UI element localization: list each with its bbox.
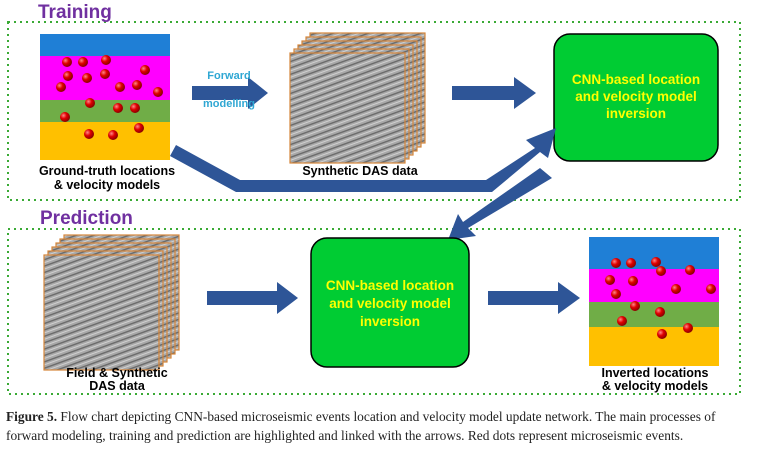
training-section-title: Training (38, 2, 112, 23)
prediction-section-border (7, 228, 741, 395)
cnn-prediction-line1: CNN-based location (326, 278, 454, 293)
ground-truth-event-dots (56, 55, 163, 140)
das-to-cnn-arrow (452, 77, 536, 109)
cnn-prediction-line3: inversion (360, 314, 420, 329)
training-section-border (7, 21, 741, 201)
field-das-label-line2: DAS data (89, 379, 146, 393)
training-to-prediction-arrow (448, 168, 552, 240)
cnn-training-line3: inversion (606, 106, 666, 121)
cnn-box-training (553, 33, 719, 162)
forward-modelling-arrow (192, 77, 268, 109)
inverted-velocity-model (589, 237, 719, 366)
inverted-event-dots (605, 257, 716, 339)
cnn-box-prediction (310, 237, 470, 368)
figure-caption: Figure 5. Flow chart depicting CNN-based… (6, 407, 750, 445)
inverted-label-line1: Inverted locations (602, 366, 709, 380)
field-das-data-stack (43, 234, 180, 371)
cnn-prediction-line2: and velocity model (329, 296, 451, 311)
cnn-training-line2: and velocity model (575, 89, 697, 104)
field-das-to-cnn-arrow (207, 282, 298, 314)
prediction-section-title: Prediction (40, 208, 133, 229)
forward-modelling-label-line2: modelling (203, 98, 255, 110)
inverted-label-line2: & velocity models (602, 379, 708, 393)
synthetic-das-label: Synthetic DAS data (302, 164, 418, 178)
synthetic-das-data-stack (289, 32, 426, 164)
cnn-to-inverted-arrow (488, 282, 580, 314)
forward-modelling-label-line1: Forward (207, 70, 250, 82)
ground-truth-label-line2: & velocity models (54, 178, 160, 192)
figure-caption-label: Figure 5. (6, 409, 58, 424)
figure-caption-text: Flow chart depicting CNN-based microseis… (6, 409, 716, 443)
ground-truth-label-line1: Ground-truth locations (39, 164, 175, 178)
ground-truth-velocity-model (40, 34, 170, 160)
flow-chart-diagram: Training Prediction Ground-truth locatio… (7, 2, 741, 395)
cnn-training-line1: CNN-based location (572, 72, 700, 87)
field-das-label-line1: Field & Synthetic (66, 366, 167, 380)
